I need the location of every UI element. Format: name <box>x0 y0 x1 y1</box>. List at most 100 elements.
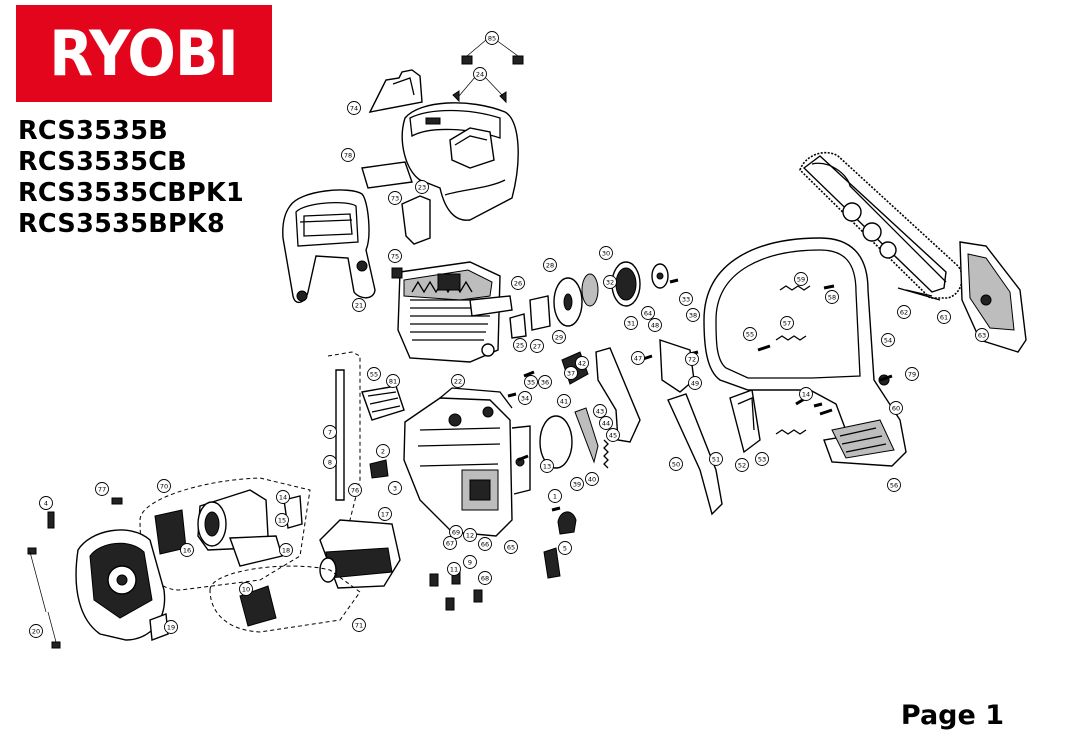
callout-bubble <box>780 316 794 330</box>
part-callout: 39 <box>570 477 584 491</box>
callout-number: 33 <box>682 296 690 304</box>
callout-number: 30 <box>602 250 610 258</box>
part-callout: 17 <box>378 507 392 521</box>
callout-bubble <box>557 394 571 408</box>
callout-bubble <box>641 306 655 320</box>
callout-number: 32 <box>606 279 614 287</box>
part-callout: 18 <box>279 543 293 557</box>
part-callout: 71 <box>352 618 366 632</box>
callout-number: 50 <box>672 461 680 469</box>
callout-bubble <box>709 452 723 466</box>
callout-number: 20 <box>32 628 40 636</box>
callout-bubble <box>378 507 392 521</box>
callout-number: 10 <box>242 586 250 594</box>
callout-number: 54 <box>884 337 892 345</box>
callout-number: 27 <box>533 343 541 351</box>
part-callout: 24 <box>473 67 487 81</box>
callout-number: 56 <box>890 482 898 490</box>
callout-bubble <box>631 351 645 365</box>
filter-sheet-drawing <box>361 161 413 189</box>
callout-bubble <box>239 582 253 596</box>
callout-number: 8 <box>328 459 332 467</box>
part-callout: 62 <box>897 305 911 319</box>
callout-bubble <box>575 356 589 370</box>
part-callout: 81 <box>386 374 400 388</box>
part-callout: 66 <box>478 537 492 551</box>
part-callout: 1 <box>548 489 562 503</box>
part-callout: 54 <box>881 333 895 347</box>
callout-bubble <box>95 482 109 496</box>
part-callout: 45 <box>606 428 620 442</box>
callout-bubble <box>451 374 465 388</box>
callout-number: 37 <box>567 370 575 378</box>
part-callout: 59 <box>794 272 808 286</box>
bracket-drawing <box>361 385 405 421</box>
callout-number: 26 <box>514 280 522 288</box>
callout-number: 75 <box>391 253 399 261</box>
callout-number: 81 <box>389 378 397 386</box>
oil-pump-drawing <box>509 295 641 469</box>
part-callout: 76 <box>348 483 362 497</box>
part-callout: 49 <box>688 376 702 390</box>
callout-bubble <box>548 489 562 503</box>
part-callout: 41 <box>557 394 571 408</box>
part-callout: 16 <box>180 543 194 557</box>
callout-bubble <box>585 472 599 486</box>
part-callout: 22 <box>451 374 465 388</box>
callout-bubble <box>794 272 808 286</box>
callout-number: 5 <box>563 545 567 553</box>
callout-bubble <box>558 541 572 555</box>
callout-bubble <box>975 328 989 342</box>
callout-number: 51 <box>712 456 720 464</box>
callout-bubble <box>388 249 402 263</box>
rear-handle-drawing <box>703 237 907 467</box>
part-callout: 14 <box>799 387 813 401</box>
sticker-drawing <box>401 195 431 245</box>
part-callout: 10 <box>239 582 253 596</box>
callout-bubble <box>485 31 499 45</box>
callout-bubble <box>530 339 544 353</box>
chain-brake-drawing <box>659 339 761 516</box>
callout-bubble <box>376 444 390 458</box>
callout-bubble <box>504 540 518 554</box>
callout-bubble <box>449 525 463 539</box>
callout-bubble <box>415 180 429 194</box>
part-callout: 27 <box>530 339 544 353</box>
part-callout: 13 <box>540 459 554 473</box>
callout-number: 63 <box>978 332 986 340</box>
callout-bubble <box>905 367 919 381</box>
callout-number: 58 <box>828 294 836 302</box>
callout-number: 12 <box>466 532 474 540</box>
callout-bubble <box>518 391 532 405</box>
callout-bubble <box>348 483 362 497</box>
part-callout: 79 <box>905 367 919 381</box>
callout-bubble <box>513 338 527 352</box>
part-callout: 21 <box>352 298 366 312</box>
callout-number: 34 <box>521 395 529 403</box>
part-callout: 55 <box>743 327 757 341</box>
part-callout: 26 <box>511 276 525 290</box>
callout-bubble <box>352 298 366 312</box>
part-callout: 57 <box>780 316 794 330</box>
callout-number: 21 <box>355 302 363 310</box>
part-callout: 35 <box>524 375 538 389</box>
callout-bubble <box>669 457 683 471</box>
part-callout: 32 <box>603 275 617 289</box>
callout-bubble <box>39 496 53 510</box>
part-callout: 5 <box>558 541 572 555</box>
callout-number: 66 <box>481 541 489 549</box>
callout-number: 68 <box>481 575 489 583</box>
callout-bubble <box>685 352 699 366</box>
callout-bubble <box>538 375 552 389</box>
callout-number: 28 <box>546 262 554 270</box>
model-number: RCS3535CB <box>18 147 188 177</box>
callout-number: 4 <box>44 500 48 508</box>
callout-number: 69 <box>452 529 460 537</box>
part-callout: 74 <box>347 101 361 115</box>
crankcase-drawing <box>403 387 531 537</box>
callout-bubble <box>755 452 769 466</box>
model-number: RCS3535B <box>18 116 168 146</box>
part-callout: 3 <box>388 481 402 495</box>
callout-number: 55 <box>370 371 378 379</box>
